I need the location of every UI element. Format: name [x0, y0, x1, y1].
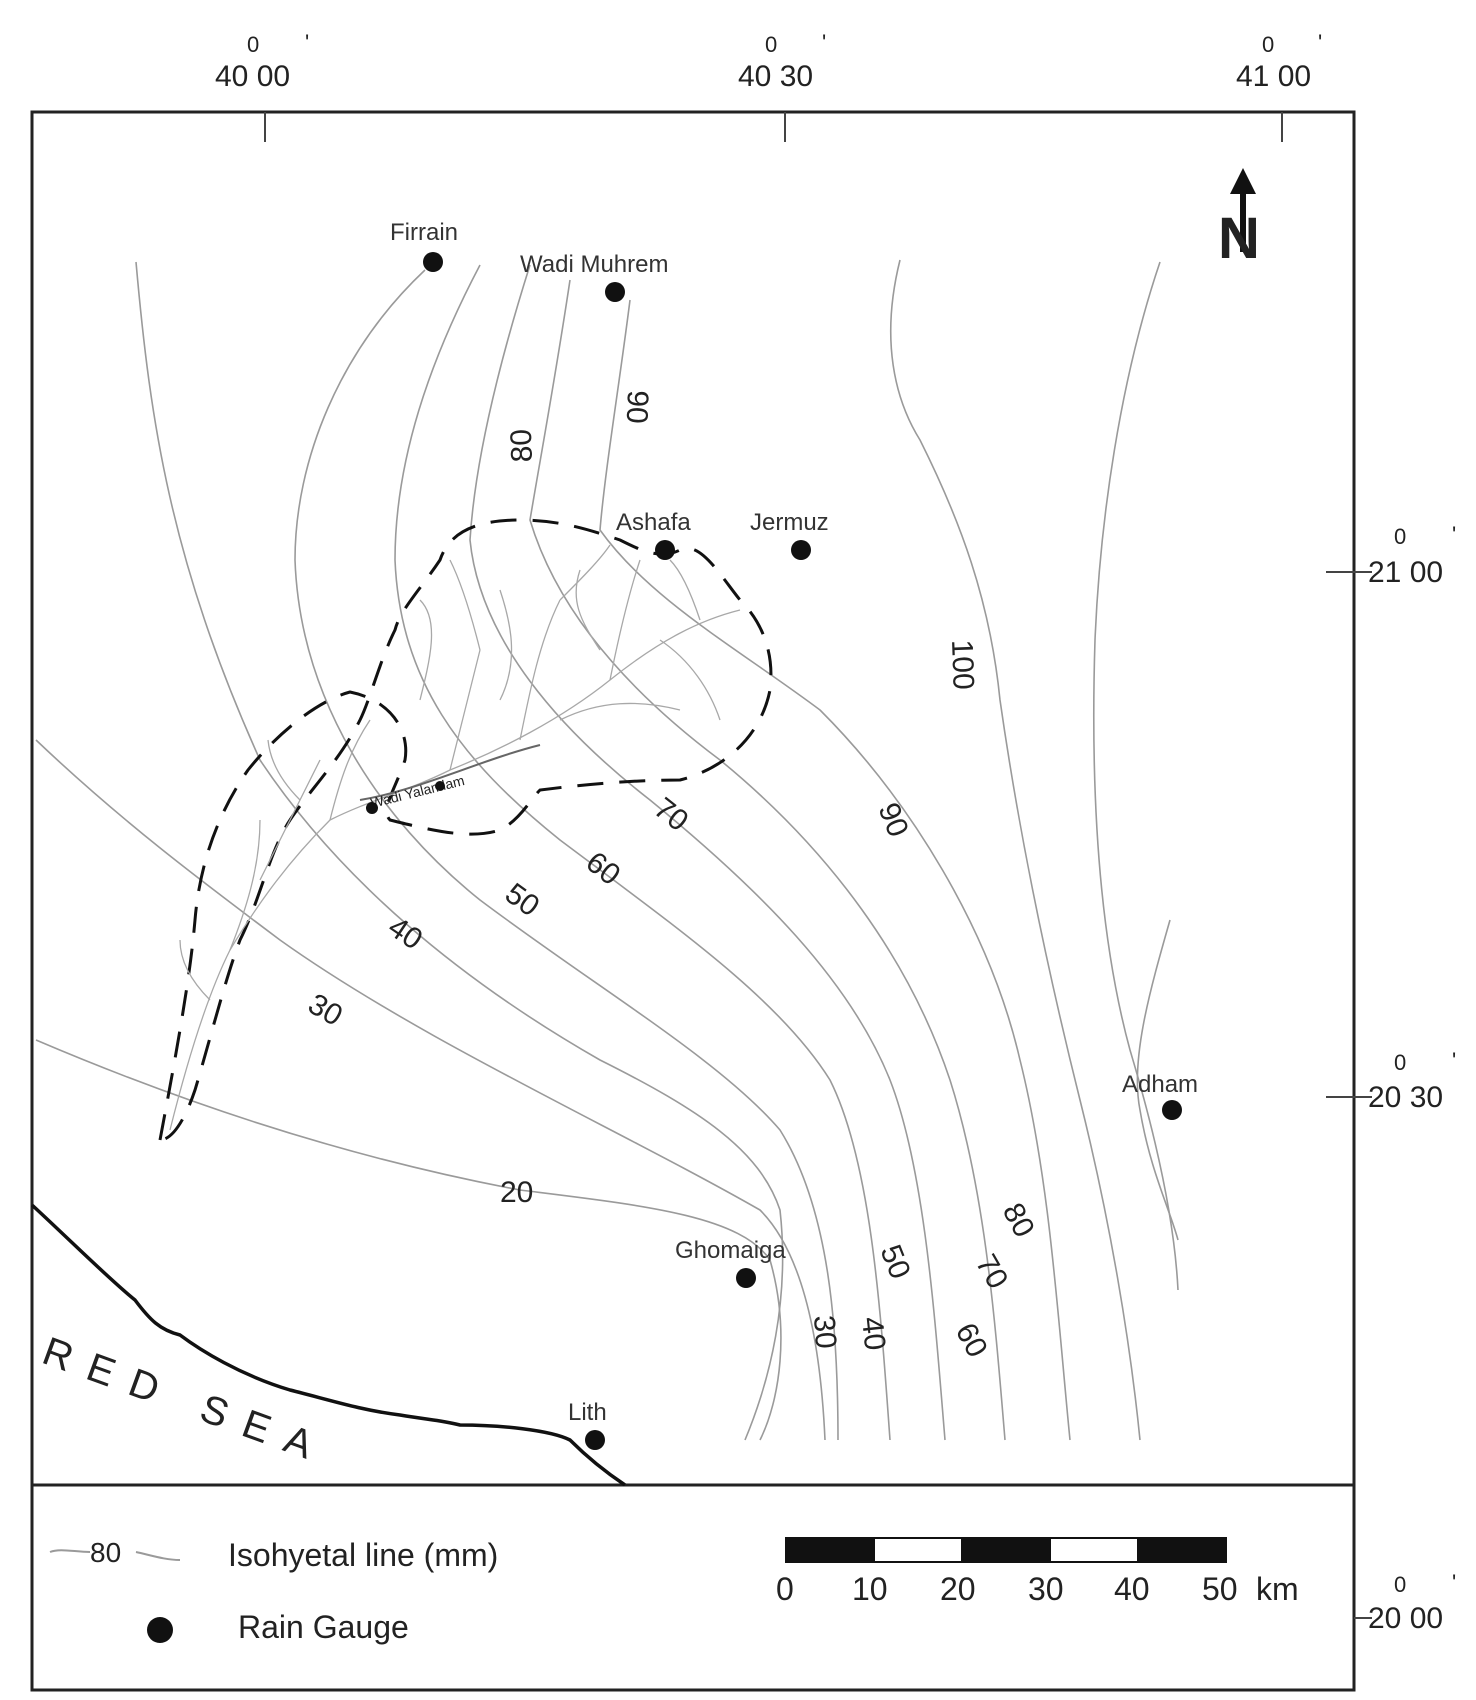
lon-1-deg: 0 — [247, 32, 259, 57]
isohyet-label-30-west: 30 — [303, 987, 348, 1032]
scale-unit: km — [1256, 1571, 1299, 1607]
wadi-point-icon — [366, 802, 378, 814]
isohyet-label-30-east: 30 — [807, 1314, 842, 1350]
latitude-labels: 0 ' 21 00 0 ' 20 30 0 ' 20 00 — [1326, 522, 1456, 1635]
scale-tick-30: 30 — [1028, 1571, 1064, 1607]
gauge-label-jermuz: Jermuz — [750, 509, 829, 536]
catchment-boundary — [158, 518, 773, 1142]
isohyetal-lines — [35, 259, 1179, 1441]
rain-gauge-icon — [736, 1268, 756, 1288]
isohyet-label-40-east: 40 — [855, 1315, 891, 1352]
lon-1-min: ' — [305, 30, 309, 55]
isohyet-line — [135, 261, 784, 1441]
rain-gauge-icon — [585, 1430, 605, 1450]
isohyet-label-70-east: 70 — [969, 1249, 1014, 1294]
north-label: N — [1218, 206, 1260, 271]
longitude-labels: 0 ' 40 00 0 ' 40 30 0 ' 41 00 — [215, 30, 1322, 142]
scale-tick-50: 50 — [1202, 1571, 1238, 1607]
scale-bar: 0 10 20 30 40 50 km — [776, 1537, 1299, 1607]
isohyet-line — [529, 279, 1006, 1441]
scale-tick-40: 40 — [1114, 1571, 1150, 1607]
isohyet-label-60-east: 60 — [949, 1318, 994, 1363]
lat-2-min: ' — [1452, 1048, 1456, 1073]
legend-isohyet-text: Isohyetal line (mm) — [228, 1537, 498, 1573]
isohyet-line — [294, 269, 839, 1441]
lat-3-label: 20 00 — [1368, 1602, 1443, 1635]
rain-gauge-icon — [423, 252, 443, 272]
gauge-label-ashafa: Ashafa — [616, 509, 691, 536]
wadi-main-channel — [359, 744, 541, 801]
isohyet-line — [599, 299, 1071, 1441]
lat-1-min: ' — [1452, 522, 1456, 547]
legend-isohyet-sample: 80 — [90, 1537, 121, 1568]
isohyet-label-40-west: 40 — [382, 910, 428, 956]
lat-2-label: 20 30 — [1368, 1081, 1443, 1114]
lat-3-min: ' — [1452, 1570, 1456, 1595]
svg-text:RED SEA: RED SEA — [37, 1329, 335, 1474]
scale-tick-10: 10 — [852, 1571, 888, 1607]
lon-2-deg: 0 — [765, 32, 777, 57]
lon-3-deg: 0 — [1262, 32, 1274, 57]
isohyet-label-80-north: 80 — [505, 428, 539, 463]
lon-1-label: 40 00 — [215, 60, 290, 93]
scale-tick-20: 20 — [940, 1571, 976, 1607]
isohyet-label-50-east: 50 — [874, 1240, 917, 1283]
isohyet-label-100: 100 — [945, 639, 980, 690]
gauge-label-ghomaiga: Ghomaiga — [675, 1237, 786, 1264]
lon-3-min: ' — [1318, 30, 1322, 55]
legend-frame — [30, 1483, 1356, 1692]
lat-1-label: 21 00 — [1368, 556, 1443, 589]
gauge-label-adham: Adham — [1122, 1071, 1198, 1098]
isohyet-label-20: 20 — [500, 1176, 533, 1209]
scale-tick-0: 0 — [776, 1571, 794, 1607]
coastline — [30, 1203, 626, 1487]
gauge-label-firrain: Firrain — [390, 219, 458, 246]
lon-2-min: ' — [822, 30, 826, 55]
gauge-label-lith: Lith — [568, 1399, 607, 1426]
lat-3-deg: 0 — [1394, 1572, 1406, 1597]
isohyet-line — [35, 1039, 782, 1441]
rain-gauge-icon — [655, 540, 675, 560]
wadi-label: Wadi Yalamlam — [369, 772, 466, 811]
isohyet-line — [890, 259, 1141, 1441]
rain-gauge-icon — [1162, 1100, 1182, 1120]
lat-2-deg: 0 — [1394, 1050, 1406, 1075]
isohyet-label-80-east: 80 — [996, 1198, 1041, 1243]
legend: 80 Isohyetal line (mm) Rain Gauge — [49, 1537, 498, 1645]
legend-gauge-text: Rain Gauge — [238, 1609, 409, 1645]
drainage-network — [169, 544, 741, 1131]
wadi-point-icon — [435, 781, 445, 791]
isohyet-line — [394, 264, 891, 1441]
isohyet-label-90-north: 90 — [620, 390, 654, 425]
isohyet-line — [469, 264, 946, 1441]
rain-gauge-icon — [791, 540, 811, 560]
isohyet-line — [35, 739, 826, 1441]
lat-1-deg: 0 — [1394, 524, 1406, 549]
north-arrow-icon — [1230, 168, 1256, 194]
legend-isohyet-sample-line — [49, 1549, 91, 1553]
lon-2-label: 40 30 — [738, 60, 813, 93]
rain-gauge-icon — [605, 282, 625, 302]
gauge-label-wadi-muhrem: Wadi Muhrem — [520, 251, 668, 278]
isohyet-line — [1092, 261, 1179, 1291]
rain-gauges: Firrain Wadi Muhrem Ashafa Jermuz Adham … — [390, 219, 1198, 1450]
sea-label: RED SEA — [37, 1329, 335, 1474]
legend-gauge-icon — [147, 1617, 173, 1643]
isohyet-label-90-east: 90 — [872, 798, 915, 841]
isohyet-line — [1136, 919, 1179, 1241]
lon-3-label: 41 00 — [1236, 60, 1311, 93]
north-arrow: N — [1218, 168, 1260, 271]
isohyet-label-50-west: 50 — [499, 877, 545, 923]
